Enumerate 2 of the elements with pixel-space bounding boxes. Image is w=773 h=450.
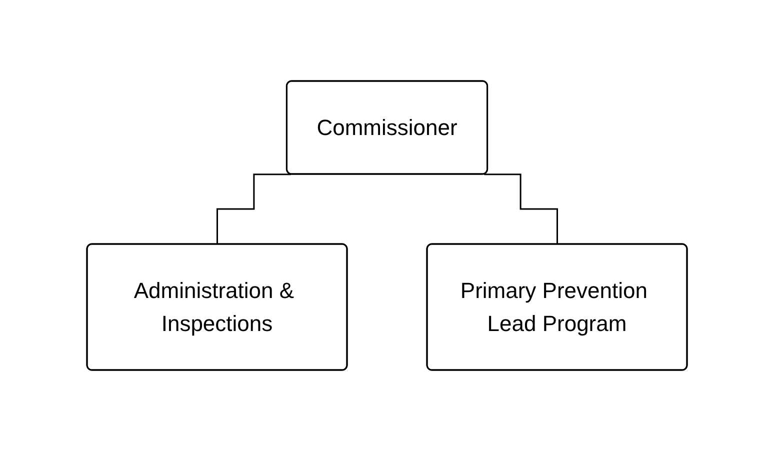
connector bbox=[484, 173, 558, 245]
connector bbox=[216, 173, 290, 245]
